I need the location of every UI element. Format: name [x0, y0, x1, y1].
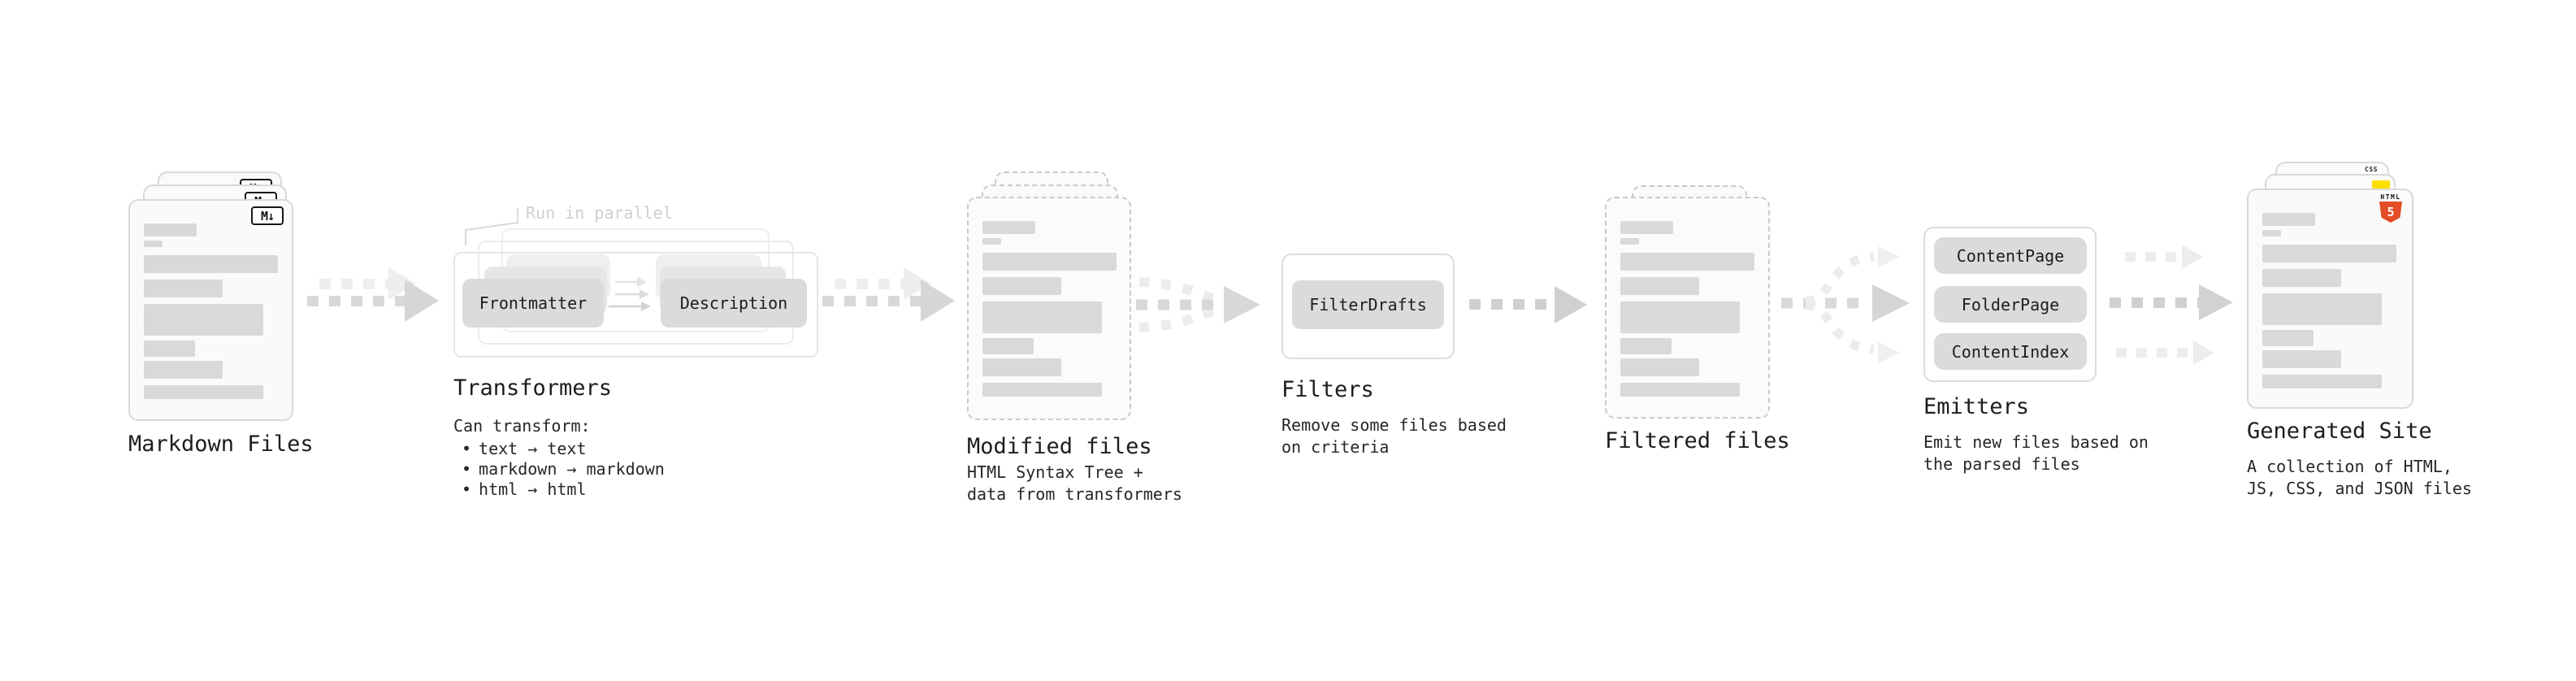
bullet-text: markdown → markdown	[479, 459, 665, 479]
subtitle-line: Emit new files based on	[1923, 432, 2149, 452]
stage-title-modified-files: Modified files	[967, 434, 1152, 459]
arrow-filtered-to-emitters	[1781, 246, 1910, 363]
file-card	[1605, 197, 1770, 419]
stage-title-transformers: Transformers	[453, 375, 613, 401]
stage-title-filtered-files: Filtered files	[1605, 428, 1790, 453]
placeholder-bar	[1620, 238, 1639, 245]
placeholder-bar	[1620, 277, 1699, 295]
placeholder-bar	[982, 383, 1102, 397]
html5-logo-number: 5	[2387, 205, 2395, 219]
run-in-parallel-label: Run in parallel	[526, 203, 673, 223]
placeholder-bar	[982, 221, 1035, 234]
generated-site-subtitle: A collection of HTML, JS, CSS, and JSON …	[2247, 456, 2472, 500]
placeholder-bar	[982, 253, 1117, 271]
placeholder-bar	[144, 255, 278, 273]
subtitle-line: Remove some files based	[1281, 415, 1507, 435]
placeholder-bar	[2262, 230, 2281, 236]
placeholder-bar	[2262, 269, 2341, 287]
placeholder-bar	[982, 301, 1102, 333]
placeholder-bar	[982, 238, 1001, 245]
stage-title-markdown-files: Markdown Files	[128, 432, 314, 457]
placeholder-bar	[2262, 375, 2382, 388]
emitter-node-folderpage: FolderPage	[1934, 286, 2087, 323]
bullet-glyph: •	[462, 459, 472, 479]
stage-title-emitters: Emitters	[1923, 394, 2030, 419]
placeholder-bar	[144, 361, 223, 379]
placeholder-bar	[2262, 213, 2315, 226]
placeholder-bar	[2262, 245, 2396, 262]
subtitle-line: HTML Syntax Tree +	[967, 462, 1143, 482]
stage-title-filters: Filters	[1281, 377, 1374, 402]
placeholder-bar	[1620, 383, 1740, 397]
placeholder-bar	[2262, 350, 2341, 368]
subtitle-line: A collection of HTML,	[2247, 457, 2452, 476]
transformer-node-description: Description	[661, 279, 807, 327]
arrow-modified-to-filters	[1136, 277, 1260, 332]
arrow-head	[921, 280, 955, 322]
html5-logo-icon: HTML 5	[2379, 193, 2402, 223]
arrow-dash-line	[1469, 299, 1555, 310]
placeholder-bar	[144, 340, 195, 357]
placeholder-bar	[982, 358, 1061, 376]
markdown-icon: M↓	[251, 206, 284, 225]
emitter-node-contentpage: ContentPage	[1934, 237, 2087, 274]
emitter-node-contentindex: ContentIndex	[1934, 333, 2087, 370]
placeholder-bar	[982, 338, 1034, 354]
placeholder-bar	[144, 304, 263, 336]
arrow-dash-line	[822, 296, 921, 306]
subtitle-line: on criteria	[1281, 437, 1390, 457]
bullet-item: • text → text	[462, 439, 665, 459]
file-card: HTML 5	[2247, 189, 2413, 409]
emitters-subtitle: Emit new files based on the parsed files	[1923, 432, 2149, 475]
placeholder-bar	[144, 241, 163, 247]
parallel-frame	[453, 252, 818, 358]
transformers-heading: Can transform:	[453, 416, 591, 436]
subtitle-line: data from transformers	[967, 484, 1182, 504]
arrow-dash-line	[2116, 348, 2193, 358]
placeholder-bar	[144, 280, 223, 297]
placeholder-bar	[2262, 293, 2382, 325]
transformer-node-frontmatter: Frontmatter	[462, 279, 604, 327]
js-file-icon	[2372, 180, 2390, 190]
arrow-head	[2199, 284, 2233, 320]
arrow-dash-line	[2125, 252, 2182, 262]
placeholder-bar	[1620, 358, 1699, 376]
modified-files-subtitle: HTML Syntax Tree + data from transformer…	[967, 462, 1182, 505]
file-card: M↓	[128, 199, 293, 421]
filters-subtitle: Remove some files based on criteria	[1281, 414, 1507, 458]
arrow-dash-line	[835, 279, 904, 289]
html5-logo-shield: 5	[2379, 202, 2402, 223]
subtitle-line: the parsed files	[1923, 454, 2080, 474]
bullet-text: text → text	[479, 439, 587, 458]
transformers-bullet-list: • text → text • markdown → markdown • ht…	[462, 439, 665, 500]
placeholder-bar	[1620, 338, 1672, 354]
filter-node-filterdrafts: FilterDrafts	[1292, 280, 1444, 329]
bullet-glyph: •	[462, 439, 472, 458]
bullet-item: • html → html	[462, 479, 665, 500]
bullet-item: • markdown → markdown	[462, 459, 665, 479]
placeholder-bar	[2262, 330, 2314, 346]
placeholder-bar	[1620, 253, 1754, 271]
stage-title-generated-site: Generated Site	[2247, 419, 2432, 444]
bullet-text: html → html	[479, 479, 587, 499]
arrow-head	[2182, 245, 2203, 269]
placeholder-bar	[982, 277, 1061, 295]
arrow-head	[2193, 340, 2214, 365]
html5-logo-word: HTML	[2380, 193, 2401, 201]
placeholder-bar	[144, 385, 263, 399]
arrow-head	[1555, 286, 1587, 323]
placeholder-bar	[144, 223, 197, 236]
arrow-dash-line	[319, 279, 388, 289]
arrow-head	[405, 280, 439, 322]
subtitle-line: JS, CSS, and JSON files	[2247, 479, 2472, 498]
placeholder-bar	[1620, 221, 1673, 234]
file-card	[967, 197, 1131, 420]
bullet-glyph: •	[462, 479, 472, 499]
arrow-dash-line	[2110, 297, 2199, 308]
placeholder-bar	[1620, 301, 1740, 333]
arrow-dash-line	[307, 296, 405, 306]
